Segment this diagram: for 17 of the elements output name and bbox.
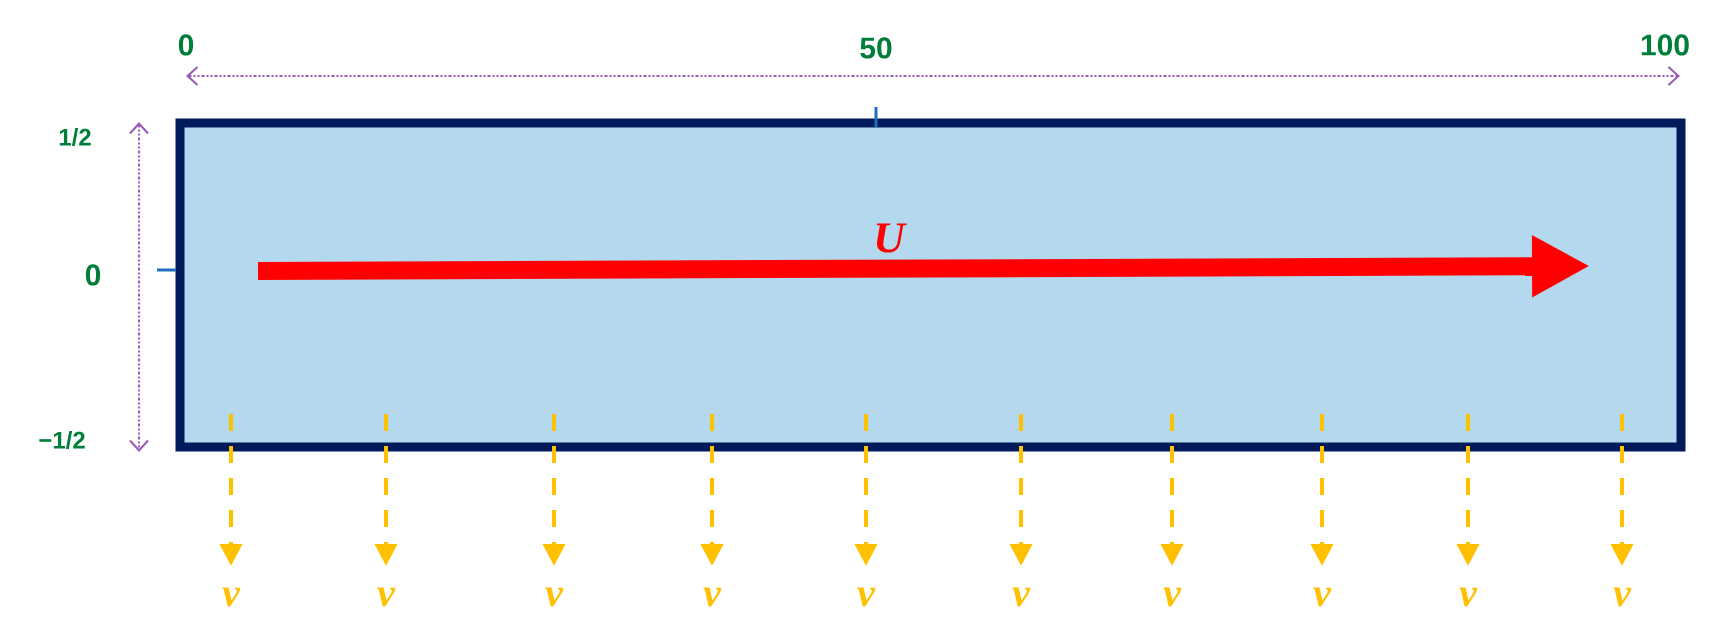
axis-label: 0	[178, 34, 194, 56]
axis-label: v	[222, 587, 241, 607]
axis-label: 1/2	[59, 128, 91, 146]
axis-label: −1/2	[39, 431, 85, 449]
axis-label: v	[1313, 587, 1332, 607]
axis-label: 0	[85, 264, 101, 286]
axis-label: v	[1012, 587, 1031, 607]
axis-label: v	[1163, 587, 1182, 607]
axis-label: v	[377, 587, 396, 607]
axis-label: 100	[1641, 34, 1689, 56]
axis-label: v	[545, 587, 564, 607]
axis-label: U	[876, 223, 907, 253]
axis-label: v	[1459, 587, 1478, 607]
axis-label: v	[1613, 587, 1632, 607]
axis-label: v	[703, 587, 722, 607]
axis-label: 50	[860, 37, 892, 59]
axis-label: v	[857, 587, 876, 607]
